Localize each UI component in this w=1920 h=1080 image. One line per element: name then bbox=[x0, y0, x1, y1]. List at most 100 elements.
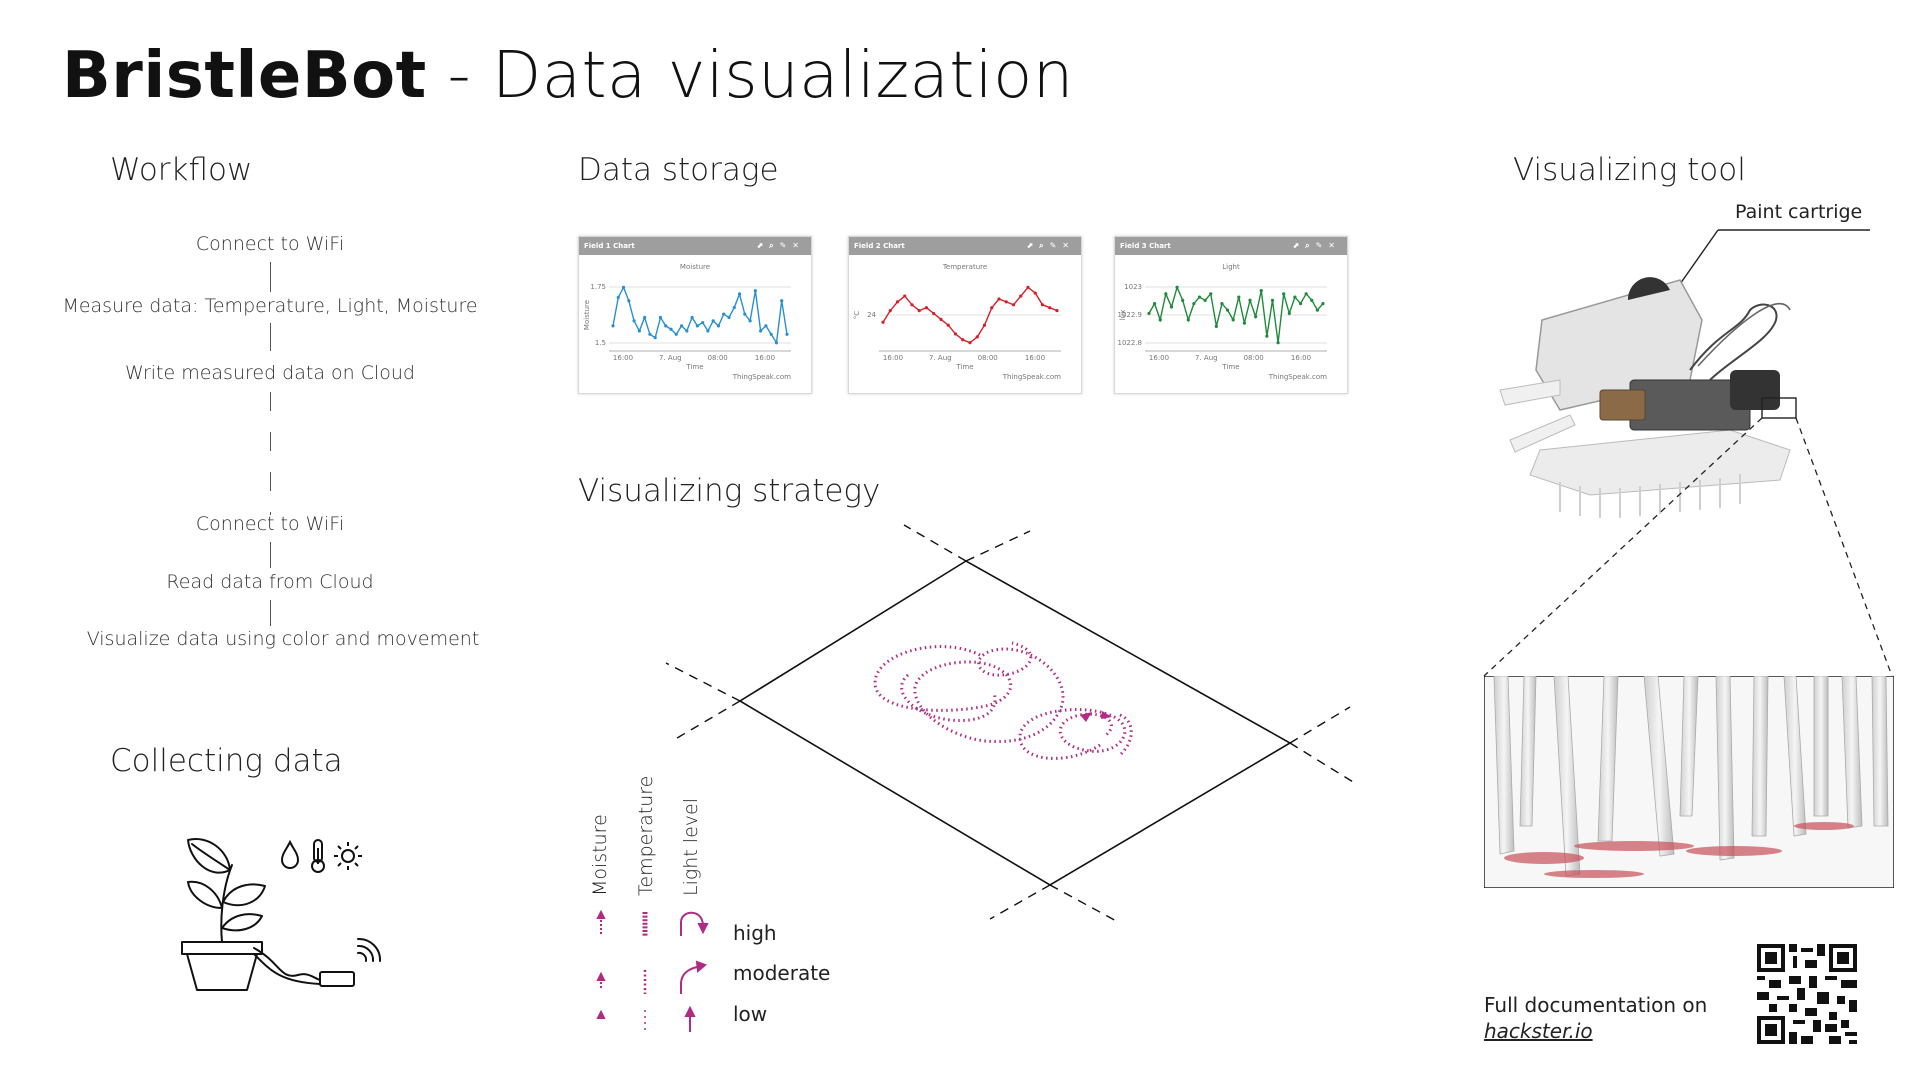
chart-point bbox=[975, 335, 979, 339]
visualizing-strategy-heading: Visualizing strategy bbox=[578, 473, 881, 509]
chart-point bbox=[1055, 309, 1059, 313]
chart-point bbox=[961, 338, 965, 342]
workflow-connector bbox=[270, 323, 271, 351]
leaf-icon bbox=[221, 913, 263, 932]
chart-point bbox=[1048, 306, 1052, 310]
qr-code-icon[interactable] bbox=[1757, 944, 1857, 1044]
sensor-icons bbox=[280, 839, 362, 873]
chart-xtick: 08:00 bbox=[1244, 354, 1264, 362]
chart-point bbox=[968, 341, 972, 345]
chart-point bbox=[690, 315, 694, 320]
chart-point bbox=[1265, 334, 1269, 338]
workflow-dashed-connector bbox=[270, 392, 271, 515]
chart-point bbox=[982, 323, 987, 327]
chart-point bbox=[1287, 311, 1291, 315]
leaf-icon bbox=[187, 880, 223, 909]
pot-rim bbox=[181, 941, 263, 955]
chart-point bbox=[1237, 295, 1241, 299]
legend-header-moisture: Moisture bbox=[589, 814, 611, 896]
chart-point bbox=[1214, 324, 1218, 329]
legend-level-moderate: moderate bbox=[733, 961, 831, 985]
thermometer-icon bbox=[311, 839, 325, 873]
chart-point bbox=[1220, 301, 1224, 306]
chart-point bbox=[706, 329, 710, 333]
chart-ytick: 24 bbox=[867, 311, 876, 319]
chart-point bbox=[939, 317, 943, 321]
zoom-guide-lines bbox=[1483, 417, 1893, 677]
chart-point bbox=[1033, 291, 1037, 295]
chart-point bbox=[1310, 298, 1314, 302]
chart-point bbox=[1181, 298, 1185, 302]
chart-point bbox=[648, 332, 652, 336]
chart-footer: ThingSpeak.com bbox=[1268, 373, 1327, 381]
chart-xlabel: Time bbox=[955, 363, 973, 371]
chart-ytick: 1023 bbox=[1124, 283, 1142, 291]
sensor-box bbox=[319, 971, 355, 987]
workflow-step-connect-wifi-2: Connect to WiFi bbox=[195, 513, 345, 535]
chart-point bbox=[1231, 318, 1235, 322]
chart-point bbox=[1153, 301, 1157, 306]
chart-toolbar-icons[interactable]: ⬈⌕✎✕ bbox=[756, 241, 805, 250]
legend-header-light: Light level bbox=[680, 798, 702, 896]
chart-point bbox=[780, 299, 784, 303]
plant-sensor-illustration bbox=[181, 838, 382, 991]
chart-header: Field 3 Chart⬈⌕✎✕ bbox=[1115, 237, 1347, 255]
chart-point bbox=[653, 336, 657, 340]
sun-icon bbox=[334, 842, 362, 870]
chart-point bbox=[1203, 298, 1207, 302]
chart-point bbox=[732, 305, 736, 310]
plane-extension-lines bbox=[665, 524, 1359, 924]
bristlebot-illustration bbox=[1483, 229, 1893, 677]
leaf-icon bbox=[222, 883, 266, 907]
chart-point bbox=[1315, 308, 1319, 312]
chart-point bbox=[1040, 303, 1045, 307]
paint-dots bbox=[1504, 822, 1854, 878]
workflow-step-connect-wifi-1: Connect to WiFi bbox=[195, 233, 345, 255]
chart-ylabel: lux bbox=[1119, 310, 1127, 321]
chart-point bbox=[917, 309, 921, 313]
chart-point bbox=[1225, 308, 1230, 312]
chart-point bbox=[685, 329, 689, 333]
chart-point bbox=[727, 315, 731, 320]
legend-header-temperature: Temperature bbox=[635, 775, 657, 896]
chart-ylabel: °C bbox=[853, 311, 861, 320]
hackster-link[interactable]: hackster.io bbox=[1484, 1019, 1593, 1043]
chart-point bbox=[627, 299, 631, 303]
leaf-icon bbox=[187, 838, 231, 874]
legend-level-high: high bbox=[733, 921, 777, 945]
workflow-step-write-cloud: Write measured data on Cloud bbox=[125, 362, 415, 384]
legend-symbols bbox=[596, 909, 709, 1032]
chart-ytick: 1022.9 bbox=[1118, 311, 1143, 319]
chart-xtick: 16:00 bbox=[613, 354, 633, 362]
chart-xtick: 7. Aug bbox=[1195, 354, 1218, 362]
chart-point bbox=[769, 332, 773, 336]
moisture-low-arrow bbox=[596, 1009, 606, 1019]
chart-point bbox=[1164, 292, 1168, 296]
chart-xtick: 16:00 bbox=[1025, 354, 1045, 362]
sensor-cable bbox=[253, 947, 321, 981]
chart-toolbar-icons[interactable]: ⬈⌕✎✕ bbox=[1292, 241, 1341, 250]
cartridge-cap bbox=[1627, 277, 1670, 300]
isometric-canvas bbox=[665, 524, 1359, 924]
light-high-arrow bbox=[680, 911, 704, 936]
moisture-moderate-arrow bbox=[596, 971, 606, 988]
chart-point bbox=[881, 320, 885, 324]
chart-xtick: 7. Aug bbox=[929, 354, 952, 362]
chart-toolbar-icons[interactable]: ⬈⌕✎✕ bbox=[1026, 241, 1075, 250]
collecting-data-heading: Collecting data bbox=[110, 743, 343, 779]
chart-point bbox=[1197, 295, 1202, 299]
chart-point bbox=[737, 292, 742, 296]
chart-point bbox=[1293, 295, 1297, 299]
robot-path-dots bbox=[873, 641, 1133, 760]
workflow-step-measure: Measure data: Temperature, Light, Moistu… bbox=[62, 295, 478, 317]
chart-title: Moisture bbox=[680, 263, 710, 271]
chart-xtick: 08:00 bbox=[978, 354, 998, 362]
workflow-step-read-cloud: Read data from Cloud bbox=[166, 571, 374, 593]
chart-point bbox=[748, 319, 752, 323]
chart-point bbox=[1004, 300, 1008, 304]
workflow-step-visualize: Visualize data using color and movement bbox=[86, 628, 480, 650]
